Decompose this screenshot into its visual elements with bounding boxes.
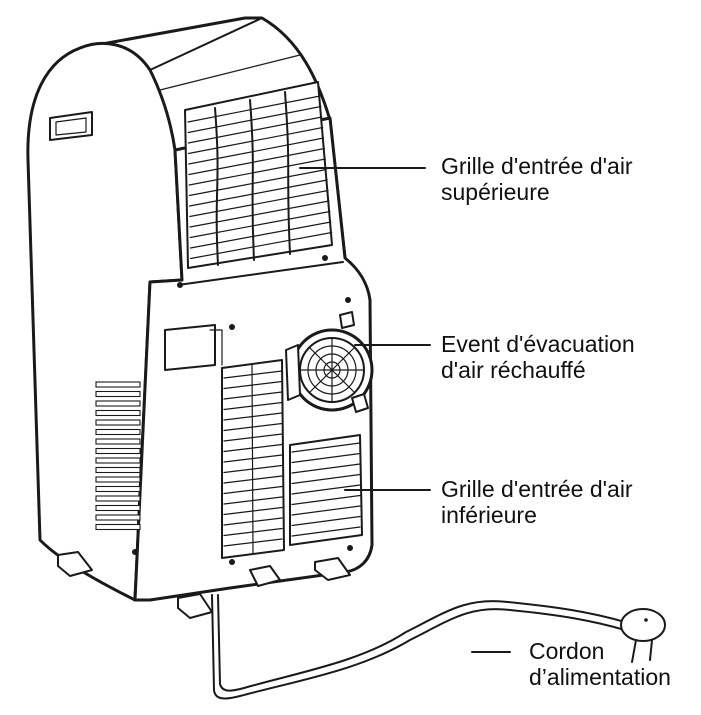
- side-vent-slot: [95, 476, 141, 483]
- exhaust-fan-spoke: [308, 346, 333, 371]
- upper-grille-frame: [184, 81, 333, 269]
- upper-grille-slat: [188, 168, 327, 197]
- lower-grille-slat: [291, 494, 361, 506]
- screw: [322, 255, 328, 261]
- wheel-back-left: [177, 593, 213, 619]
- lower-grille-slat: [223, 391, 283, 400]
- side-vent-slot: [95, 466, 141, 474]
- upper-grille-rib: [214, 107, 219, 266]
- side-vent-slot: [95, 447, 141, 455]
- leader-lines: [299, 167, 511, 653]
- upper-grille-slat: [188, 158, 326, 186]
- upper-air-intake-grille: [184, 81, 333, 269]
- lower-air-intake-grille: [221, 359, 363, 559]
- power-plug: [620, 608, 666, 642]
- screw: [177, 282, 183, 288]
- wheel-front-left: [57, 551, 93, 577]
- side-vent-slot: [95, 514, 141, 521]
- exhaust-clip-left: [285, 344, 301, 401]
- label-power-cord: Cordon d’alimentation: [529, 638, 671, 690]
- power-cord-line-a: [211, 594, 626, 700]
- lower-grille-slat: [291, 515, 361, 527]
- side-vent-slot: [95, 381, 141, 388]
- lower-grille-slat: [291, 505, 361, 516]
- side-vent: [95, 381, 141, 531]
- lower-grille-slat: [291, 463, 361, 474]
- screw: [229, 559, 235, 565]
- screw: [345, 297, 351, 303]
- unit-top-ridge: [159, 54, 301, 91]
- upper-grille-slat: [188, 137, 325, 165]
- side-vent-slot: [95, 457, 141, 464]
- side-vent-slot: [95, 419, 141, 426]
- lower-grille-slat: [291, 526, 361, 537]
- side-vent-slot: [95, 523, 141, 531]
- upper-grille-slat: [189, 189, 329, 218]
- upper-grille-slat: [189, 221, 332, 249]
- exhaust-fan-spoke: [331, 346, 356, 371]
- power-cord-line-b: [217, 594, 626, 692]
- label-clip: [209, 329, 223, 366]
- power-cord: [211, 594, 666, 700]
- lower-grille-slat: [223, 380, 283, 390]
- lower-grille-slat: [223, 370, 283, 379]
- exhaust-fan-spoke: [331, 369, 356, 394]
- lower-grille-slat: [291, 484, 361, 495]
- lower-grille-slat: [291, 442, 361, 453]
- exhaust-fan-spoke: [308, 369, 333, 394]
- side-vent-slot: [95, 495, 141, 502]
- upper-grille-rib: [249, 99, 255, 261]
- side-handle-inner: [55, 117, 87, 136]
- plug-prongs: [631, 639, 653, 663]
- side-vent-slot: [95, 390, 141, 398]
- lower-grille-slat: [291, 452, 361, 464]
- lower-grille-divider: [251, 363, 254, 555]
- screw: [347, 545, 353, 551]
- label-upper-grille: Grille d'entrée d'air supérieure: [441, 153, 633, 205]
- side-vent-slot: [95, 504, 141, 512]
- upper-grille-slat: [190, 231, 333, 260]
- upper-grille-rib: [284, 91, 291, 255]
- plug-mark: [644, 618, 648, 622]
- lower-grille-slat: [223, 412, 283, 421]
- lower-grille-slat: [223, 422, 283, 432]
- upper-grille-slat: [188, 126, 324, 155]
- exhaust-vent: [285, 311, 374, 413]
- upper-grille-slat: [189, 179, 328, 207]
- upper-grille-slat: [187, 105, 322, 134]
- wheel-back-right: [314, 557, 351, 581]
- cord-clip: [249, 565, 281, 587]
- screw: [229, 324, 235, 330]
- side-vent-slot: [95, 438, 141, 445]
- side-vent-slot: [95, 428, 141, 436]
- panel-divider: [177, 261, 344, 286]
- unit-top-edge: [149, 17, 263, 71]
- exhaust-clip-top: [339, 311, 355, 329]
- wheels: [57, 551, 351, 619]
- lower-grille-slat: [223, 401, 283, 411]
- rating-label-box: [164, 324, 216, 371]
- upper-grille-slat: [188, 147, 326, 176]
- label-exhaust-vent: Event d'évacuation d'air réchauffé: [441, 331, 635, 383]
- label-lower-grille: Grille d'entrée d'air inférieure: [441, 476, 633, 528]
- upper-grille-slat: [187, 95, 321, 123]
- side-vent-slot: [95, 485, 141, 493]
- lower-grille-slat: [223, 433, 283, 442]
- screw: [132, 549, 138, 555]
- upper-grille-slat: [189, 210, 331, 239]
- side-vent-slot: [95, 409, 141, 417]
- side-vent-slot: [95, 400, 141, 407]
- upper-grille-slat: [187, 116, 323, 144]
- unit-top-cap: [78, 42, 184, 602]
- lower-grille-slat: [291, 473, 361, 485]
- upper-grille-slat: [189, 200, 330, 228]
- exhaust-clip-bottom: [351, 393, 369, 413]
